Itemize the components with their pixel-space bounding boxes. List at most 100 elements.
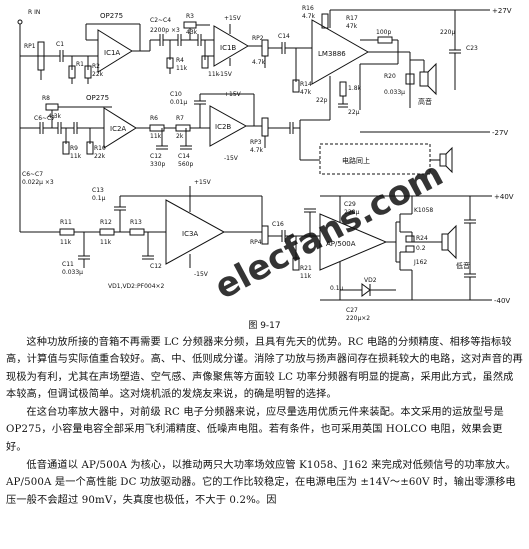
- label-rail-m15b: -15V: [224, 155, 239, 162]
- label-r9v: 11k: [70, 153, 82, 160]
- label-r12v: 11k: [100, 239, 112, 246]
- label-c1: C1: [56, 41, 64, 48]
- label-r13: R13: [130, 219, 142, 226]
- label-r7: R7: [176, 115, 184, 122]
- label-r11v: 11k: [60, 239, 72, 246]
- label-r8: R8: [42, 95, 50, 102]
- label-r9: R9: [70, 145, 78, 152]
- label-rp3v: 4.7k: [250, 147, 264, 154]
- label-c12v: 330p: [150, 161, 165, 168]
- label-op275-top: OP275: [100, 12, 123, 20]
- label-r10: R10: [94, 145, 106, 152]
- label-r16v: 4.7k: [302, 13, 316, 20]
- label-r6: R6: [150, 115, 158, 122]
- label-ic1b: IC1B: [220, 44, 236, 52]
- label-c6c7: C6~C7: [22, 171, 43, 178]
- label-rail-p27: +27V: [492, 7, 512, 15]
- label-rail-p40: +40V: [494, 193, 514, 201]
- article-body: 这种功放所接的音箱不再需要 LC 分频器来分频，且具有先天的优势。RC 电路的分…: [6, 334, 523, 509]
- label-r15v: 47k: [300, 89, 312, 96]
- label-c2c4: C2~C4: [150, 17, 171, 24]
- paragraph-3: 低音通道以 AP/500A 为核心，以推动两只大功率场效应管 K1058、J16…: [6, 460, 517, 506]
- label-r24v: 0.2: [416, 245, 426, 252]
- label-rail-m15a: -15V: [218, 71, 233, 78]
- label-rp2: RP2: [252, 35, 264, 42]
- label-rp2v: 4.7k: [252, 59, 266, 66]
- label-r14: R14: [300, 81, 312, 88]
- label-r8v: 4.3k: [48, 113, 62, 120]
- label-r2v: 22k: [92, 71, 104, 78]
- label-r3: R3: [186, 13, 194, 20]
- label-rp1: RP1: [24, 43, 36, 50]
- label-c11v: 0.033μ: [62, 269, 83, 276]
- label-c18v: 22μ: [348, 109, 360, 116]
- label-r4v: 11k: [176, 65, 188, 72]
- label-rail-m40: -40V: [494, 297, 510, 305]
- label-rail-p15a: +15V: [224, 15, 242, 22]
- label-lm3886: LM3886: [318, 50, 346, 58]
- label-k1058: K1058: [414, 207, 433, 214]
- label-rail-p15b: +15V: [224, 91, 242, 98]
- label-r4: R4: [176, 57, 184, 64]
- label-r21: R21: [300, 265, 312, 272]
- label-c26v: 0.1μ: [330, 285, 344, 292]
- label-c14b: C14: [178, 153, 190, 160]
- label-ic1a: IC1A: [104, 49, 120, 57]
- label-c29: C29: [344, 201, 356, 208]
- label-r1: R1: [76, 61, 84, 68]
- label-c27v: 220μ×2: [346, 315, 370, 322]
- label-vd2: VD2: [364, 277, 377, 284]
- label-r6v: 11k: [150, 133, 162, 140]
- label-r5v: 11k: [208, 71, 220, 78]
- label-c13: C13: [92, 187, 104, 194]
- label-c11: C11: [62, 261, 74, 268]
- label-c23: C23: [466, 45, 478, 52]
- label-op275-mid: OP275: [86, 94, 109, 102]
- label-rail-m15c: -15V: [194, 271, 209, 278]
- amplifier-schematic: R IN RP1 C1 R1 R2 22k OP275 IC1A C2~C4 2…: [17, 5, 514, 322]
- label-r18v: 1.8k: [348, 85, 362, 92]
- watermark: elecfans.com: [208, 154, 449, 308]
- label-c16: C16: [272, 221, 284, 228]
- label-pf-note: VD1,VD2:PF004×2: [108, 283, 165, 290]
- label-c10: C10: [170, 91, 182, 98]
- paragraph-1: 这种功放所接的音箱不再需要 LC 分频器来分频，且具有先天的优势。RC 电路的分…: [6, 337, 523, 400]
- label-rin: R IN: [28, 9, 40, 16]
- label-r17v: 47k: [346, 23, 358, 30]
- label-r24: R24: [416, 235, 428, 242]
- label-ic2b: IC2B: [215, 123, 231, 131]
- label-j162: J162: [413, 259, 427, 266]
- label-ic2a: IC2A: [110, 125, 126, 133]
- label-r7v: 2k: [176, 133, 184, 140]
- label-rail-m27: -27V: [492, 129, 508, 137]
- paragraph-2: 在这台功率放大器中，对前级 RC 电子分频器来说，应尽量选用优质元件来装配。本文…: [6, 407, 504, 453]
- label-c12b: C12: [150, 263, 162, 270]
- label-tweeter: 高音: [418, 97, 432, 106]
- label-c22v: 220μ: [440, 29, 455, 36]
- label-c21v: 100p: [376, 29, 391, 36]
- label-ap500a: AP/500A: [326, 240, 356, 248]
- label-rail-p15c: +15V: [194, 179, 212, 186]
- label-c17v: 22p: [316, 97, 328, 104]
- label-rp3: RP3: [250, 139, 262, 146]
- label-c6c7v: 0.022μ ×3: [22, 179, 54, 186]
- label-r11: R11: [60, 219, 72, 226]
- label-c14v: 560p: [178, 161, 193, 168]
- label-r10v: 22k: [94, 153, 106, 160]
- label-midbass: 低音: [456, 261, 470, 270]
- label-r21v: 11k: [300, 273, 312, 280]
- label-r12: R12: [100, 219, 112, 226]
- label-c6: C6~C7: [34, 115, 55, 122]
- label-sub: 电路同上: [342, 156, 370, 165]
- label-ic3a: IC3A: [182, 230, 198, 238]
- label-rp4: RP4: [250, 239, 262, 246]
- label-c27: C27: [346, 307, 358, 314]
- label-c19v: 0.033μ: [384, 89, 405, 96]
- label-r17: R17: [346, 15, 358, 22]
- figure-caption: 图 9-17: [248, 321, 281, 331]
- label-r2: R2: [92, 63, 100, 70]
- label-r16: R16: [302, 5, 314, 12]
- label-r3v: 43k: [186, 29, 198, 36]
- label-c29v: 220μ: [344, 209, 359, 216]
- label-c2c4v: 2200p ×3: [150, 27, 180, 34]
